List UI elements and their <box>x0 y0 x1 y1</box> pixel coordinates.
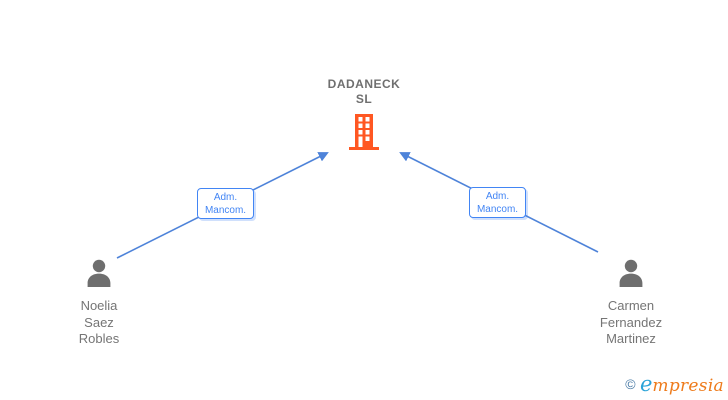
person-name-line1: Carmen <box>607 298 655 313</box>
copyright-icon: © <box>625 376 636 392</box>
company-name: DADANECK SL <box>284 77 444 107</box>
edge-label-left: Adm. Mancom. <box>197 188 254 219</box>
building-icon <box>349 114 379 150</box>
edge-label-line2: Mancom. <box>476 204 519 215</box>
person-node-noelia[interactable]: Noelia Saez Robles <box>44 259 154 348</box>
edge-label-right: Adm. Mancom. <box>469 187 526 218</box>
person-icon <box>87 259 111 287</box>
edge-label-line2: Mancom. <box>204 205 247 216</box>
person-name-line2: Fernandez <box>599 314 663 330</box>
person-name: Carmen Fernandez Martinez <box>576 298 686 348</box>
logo-first-letter: e <box>639 372 653 396</box>
person-name-line3: Robles <box>78 331 120 346</box>
person-node-carmen[interactable]: Carmen Fernandez Martinez <box>576 259 686 348</box>
company-node[interactable]: DADANECK SL <box>284 77 444 155</box>
person-name-line2: Saez <box>84 314 114 330</box>
brand-logo[interactable]: © empresia <box>625 372 724 396</box>
edge-label-line1: Adm. <box>485 191 510 202</box>
person-icon <box>619 259 643 287</box>
edge-label-line1: Adm. <box>213 192 238 203</box>
company-name-line1: DADANECK <box>327 77 401 91</box>
person-name: Noelia Saez Robles <box>44 298 154 348</box>
person-name-line3: Martinez <box>606 331 656 346</box>
company-name-line2: SL <box>355 92 373 106</box>
logo-wordmark: mpresia <box>652 376 724 396</box>
person-name-line1: Noelia <box>80 298 118 313</box>
